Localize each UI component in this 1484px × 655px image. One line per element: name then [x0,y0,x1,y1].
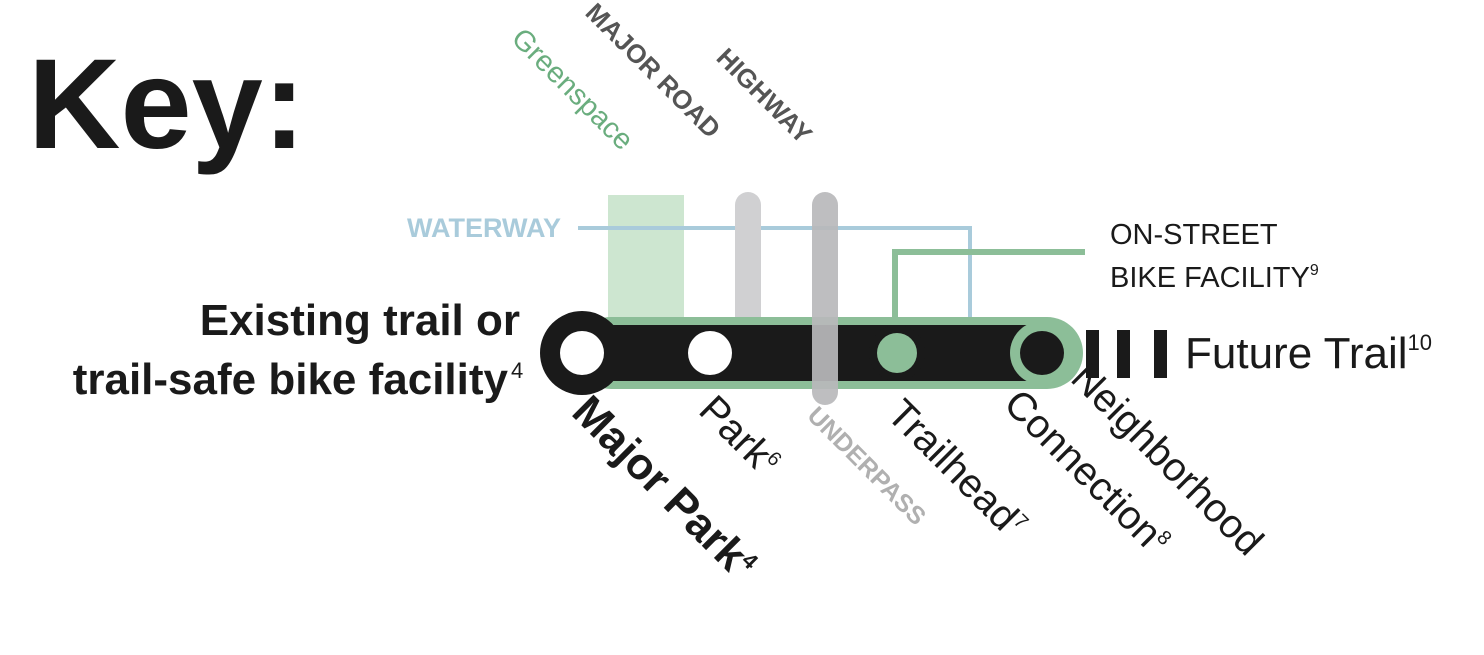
key-title: Key: [28,33,305,176]
open-circle-icon [688,331,732,375]
black-dot-icon [1020,331,1064,375]
future-dash [1117,330,1130,378]
existing-trail-label-line2: trail-safe bike facility [73,355,509,404]
green-dot-icon [877,333,917,373]
existing-trail-label-line1: Existing trail or [200,296,520,345]
future-dash [1086,330,1099,378]
highway-label: HIGHWAY [711,42,818,149]
large-open-circle-icon [560,331,604,375]
on-street-label-line2: BIKE FACILITY9 [1110,262,1319,294]
dash-bars-icon [1086,330,1167,378]
waterway-line [578,226,972,320]
on-street-label-line1: ON-STREET [1110,219,1278,251]
waterway-label: WATERWAY [407,213,561,243]
future-dash [1154,330,1167,378]
future-trail-label: Future Trail10 [1185,329,1432,378]
on-street-bike-line [892,249,1085,330]
greenspace-swatch [608,195,684,330]
existing-trail-sup: 4 [511,358,523,383]
park-label: Park6 [691,387,788,484]
